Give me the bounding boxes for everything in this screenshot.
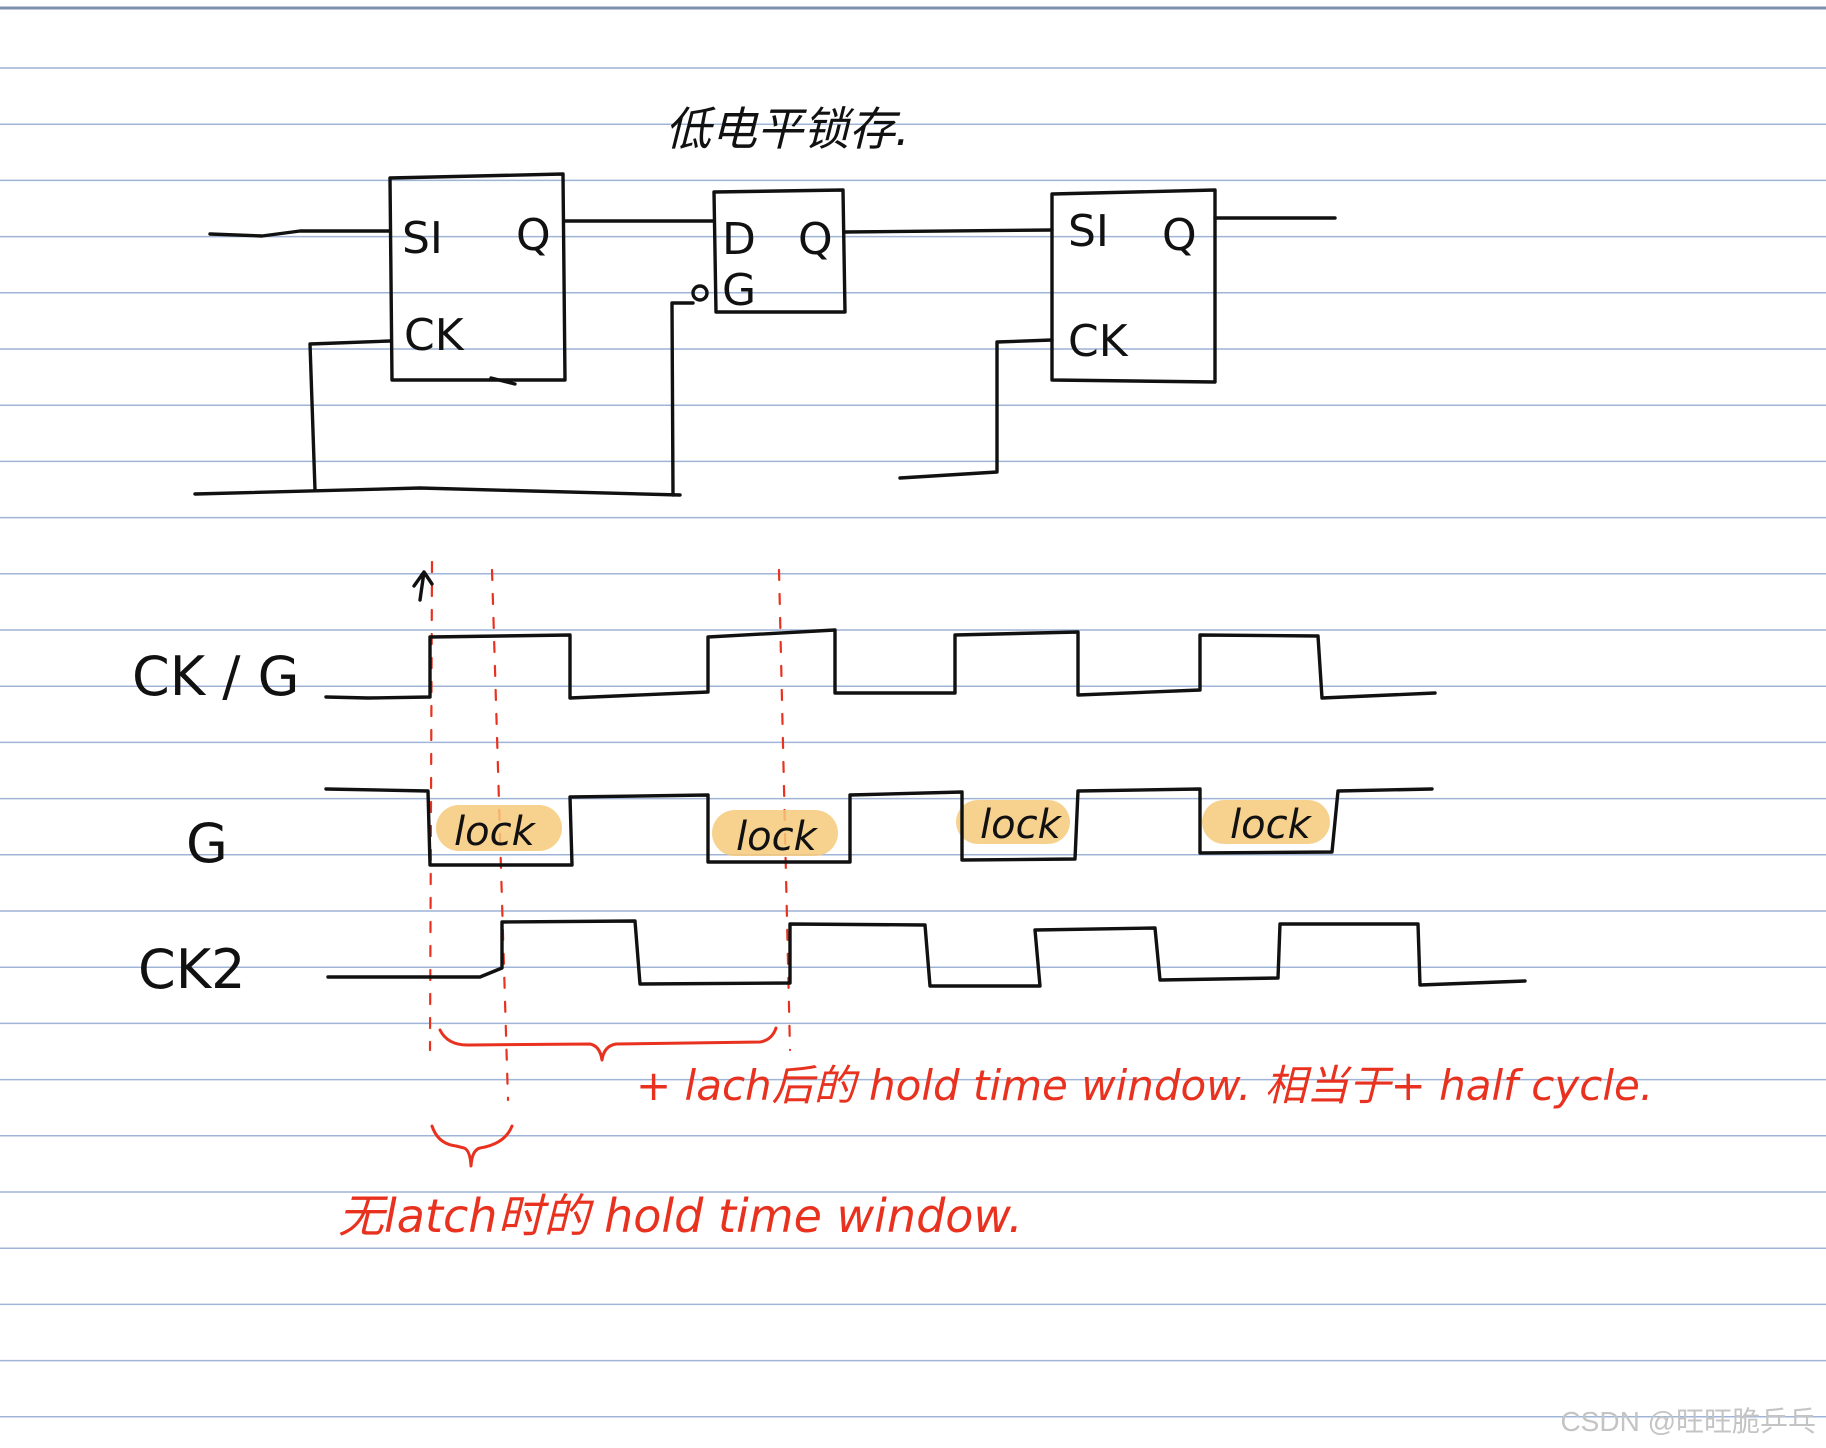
waveform-label-ck2: CK2 — [138, 938, 245, 1001]
lock-label-4: lock — [1230, 802, 1313, 848]
ff2-ck-label: CK — [1068, 316, 1129, 367]
ff1-si-label: SI — [402, 213, 443, 264]
lock-label-2: lock — [736, 814, 819, 860]
waveform-g — [324, 787, 1434, 867]
brace-without-latch — [430, 1124, 514, 1168]
ff2-si-label: SI — [1068, 206, 1109, 257]
lock-highlight-2 — [712, 810, 838, 856]
annotation-without-latch: 无latch时的 hold time window. — [338, 1189, 1023, 1243]
latch-inverting-bubble — [691, 284, 709, 302]
latch-g-label: G — [722, 265, 756, 316]
wires — [193, 216, 1337, 497]
lock-highlight-1 — [436, 805, 562, 851]
latch-q-label: Q — [798, 214, 833, 265]
waveform-label-g: G — [186, 812, 228, 875]
rising-edge-arrow — [412, 570, 434, 602]
ff1-ck-label: CK — [404, 310, 465, 361]
watermark: CSDN @旺旺脆乒乓 — [1560, 1406, 1816, 1437]
brace-with-latch — [438, 1026, 778, 1062]
lock-label-1: lock — [454, 809, 537, 855]
diagram-title: 低电平锁存. — [665, 102, 910, 156]
annotation-with-latch: + lach后的 hold time window. 相当于+ half cyc… — [636, 1061, 1653, 1110]
flip-flop-2: SI Q CK — [1050, 188, 1217, 384]
latch-d-label: D — [722, 214, 756, 265]
lock-highlight-3 — [956, 800, 1070, 844]
ff2-q-label: Q — [1162, 210, 1197, 261]
flip-flop-1: SI Q CK — [388, 172, 567, 386]
latch-block: D Q G — [691, 188, 847, 316]
waveform-ck2 — [326, 919, 1527, 988]
lock-highlight-4 — [1202, 800, 1330, 844]
waveform-ck-g — [324, 628, 1437, 700]
ff1-q-label: Q — [516, 210, 551, 261]
lock-label-3: lock — [980, 802, 1063, 848]
waveform-label-ck-g: CK / G — [132, 645, 299, 708]
